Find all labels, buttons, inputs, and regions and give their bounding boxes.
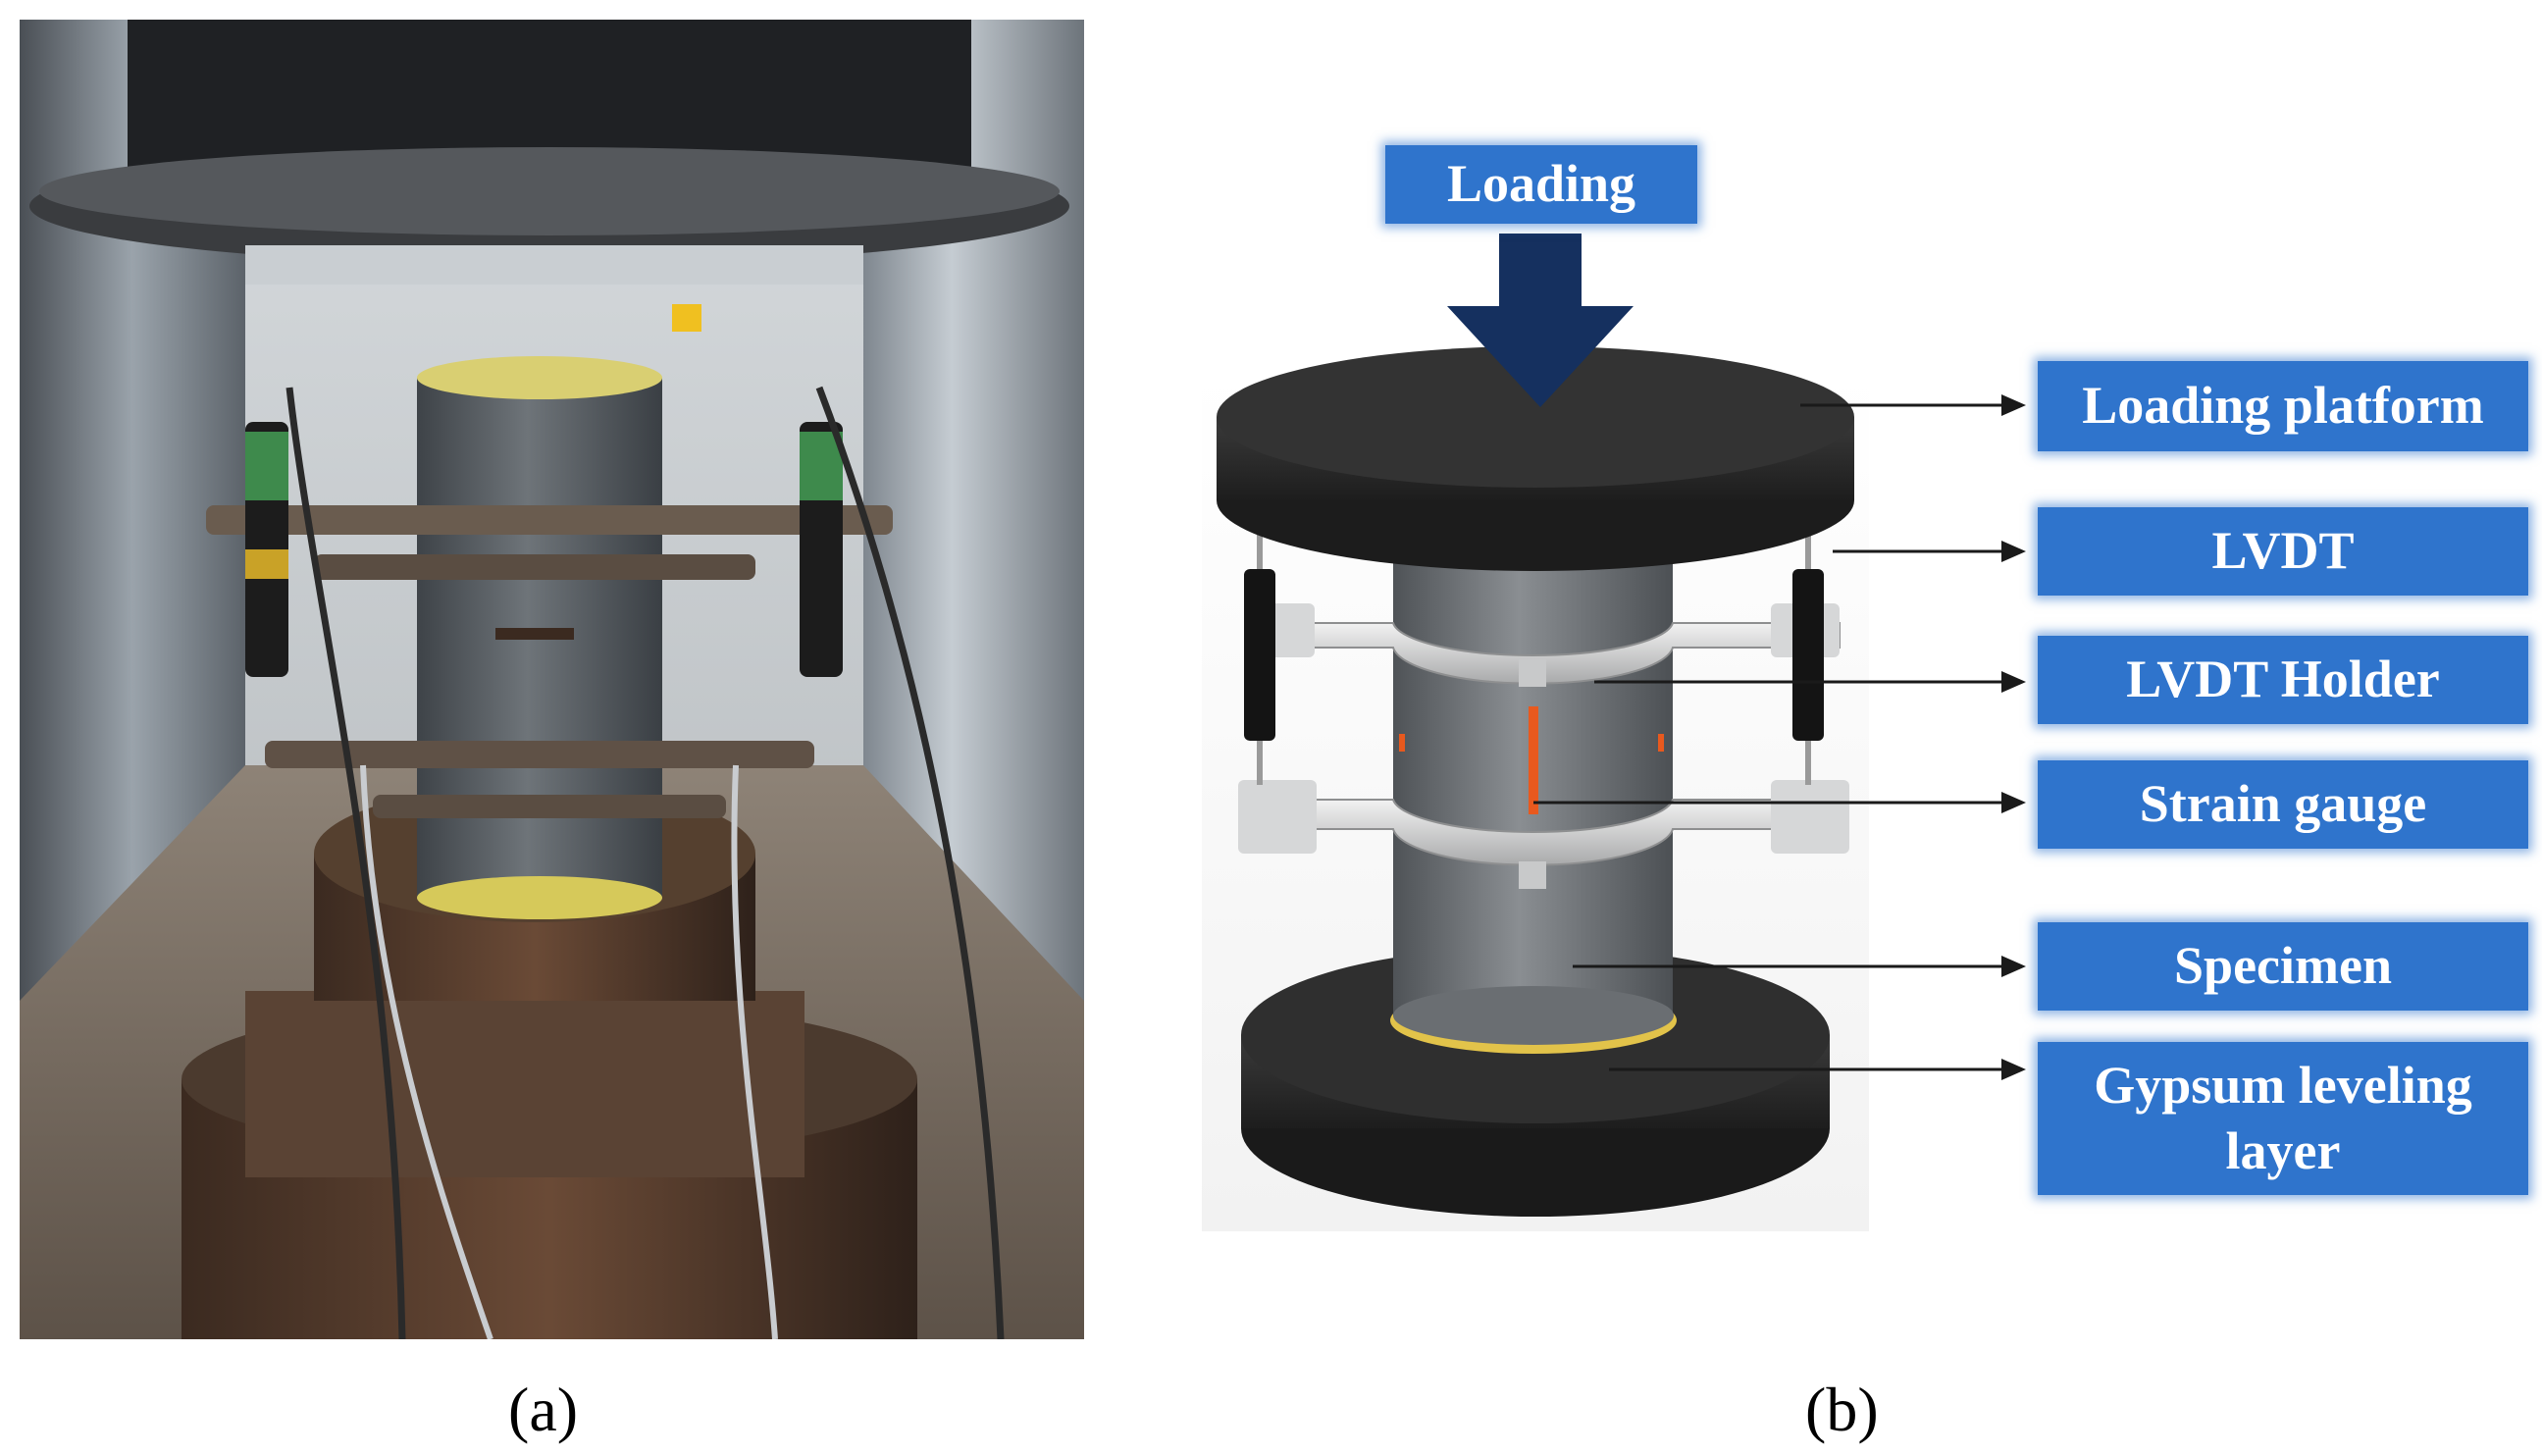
loading-platform xyxy=(1217,346,1854,571)
lvdt-left xyxy=(1244,530,1275,785)
lvdt-holder-lower xyxy=(1238,780,1849,889)
photo-panel-a xyxy=(20,20,1084,1339)
loading-platform-label: Loading platform xyxy=(2038,361,2528,451)
gypsum-label-line1: Gypsum leveling xyxy=(2094,1055,2472,1115)
lvdt-right xyxy=(1792,530,1824,785)
panel-a-caption: (a) xyxy=(508,1375,579,1444)
loading-arrow xyxy=(1447,234,1634,407)
loading-label: Loading xyxy=(1385,145,1697,224)
leader-lines xyxy=(1533,394,2026,1080)
specimen-label: Specimen xyxy=(2038,922,2528,1011)
gypsum-leveling-layer-label: Gypsum leveling layer xyxy=(2038,1042,2528,1195)
strain-gauge xyxy=(1529,706,1538,814)
panel-b-caption: (b) xyxy=(1805,1375,1879,1444)
lvdt-holder-label: LVDT Holder xyxy=(2038,636,2528,724)
gypsum-label-line2: layer xyxy=(2225,1121,2341,1180)
lvdt-label: LVDT xyxy=(2038,507,2528,596)
strain-gauge-label: Strain gauge xyxy=(2038,760,2528,849)
